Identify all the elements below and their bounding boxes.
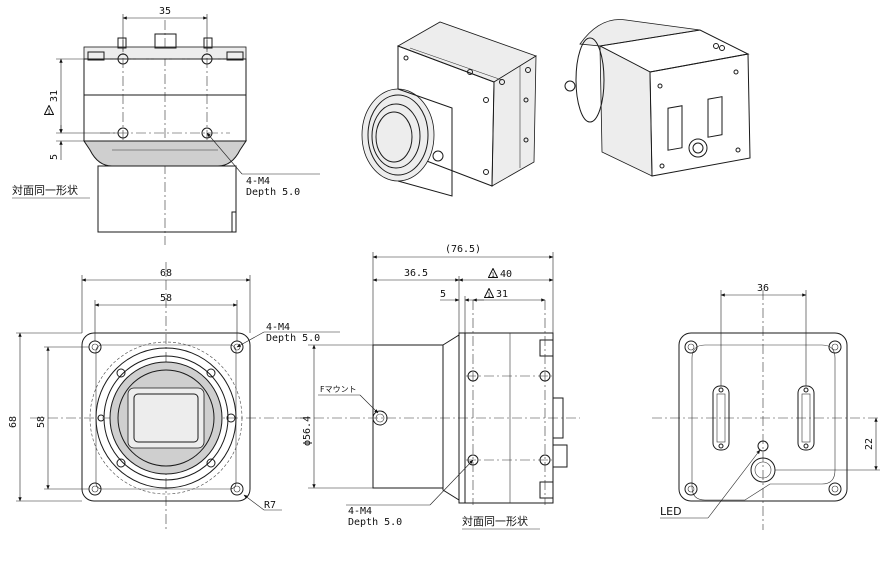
side-dim-body-inner: 31	[496, 289, 508, 300]
side-view: (76.5) 36.5 40 5 31 ϕ56.4 Fマウント 4-M4 Dep…	[296, 244, 580, 530]
side-hole-callout: 4-M4	[348, 506, 372, 517]
front-dim-height-outer: 68	[8, 416, 19, 428]
side-dim-lens: 36.5	[404, 268, 428, 279]
warning-icon	[44, 105, 54, 115]
rear-dim-height: 22	[864, 438, 875, 450]
rear-view: 36 22 LED	[652, 283, 880, 530]
iso-view-front	[361, 21, 537, 197]
side-dim-flange: 5	[440, 289, 446, 300]
front-dim-outer: 68	[160, 268, 172, 279]
top-dim-height: 31	[49, 90, 60, 102]
top-dim-offset: 5	[49, 154, 60, 160]
side-mount-label: Fマウント	[320, 385, 357, 394]
top-view: 35 31 5 4-M4 Depth 5.0 対面同一形状	[12, 6, 320, 245]
side-dim-body: 40	[500, 269, 512, 280]
rear-dim-width: 36	[757, 283, 769, 294]
iso-view-rear	[564, 19, 751, 177]
top-opposite-note: 対面同一形状	[12, 183, 78, 197]
rear-led-label: LED	[660, 505, 682, 518]
side-dim-diameter: ϕ56.4	[302, 416, 313, 446]
front-hole-callout: 4-M4	[266, 322, 290, 333]
front-dim-inner: 58	[160, 293, 172, 304]
side-opposite-note: 対面同一形状	[462, 514, 528, 528]
top-hole-callout: 4-M4	[246, 176, 270, 187]
warning-icon	[484, 288, 494, 298]
warning-icon	[488, 268, 498, 278]
front-dim-height-inner: 58	[36, 416, 47, 428]
front-view: 68 58 68 58 4-M4 Depth 5.0 R7	[8, 262, 340, 530]
front-hole-depth: Depth 5.0	[266, 333, 320, 344]
front-radius: R7	[264, 500, 276, 511]
top-hole-depth: Depth 5.0	[246, 187, 300, 198]
side-hole-depth: Depth 5.0	[348, 517, 402, 528]
top-dim-width: 35	[159, 6, 171, 17]
side-dim-total: (76.5)	[445, 244, 481, 255]
